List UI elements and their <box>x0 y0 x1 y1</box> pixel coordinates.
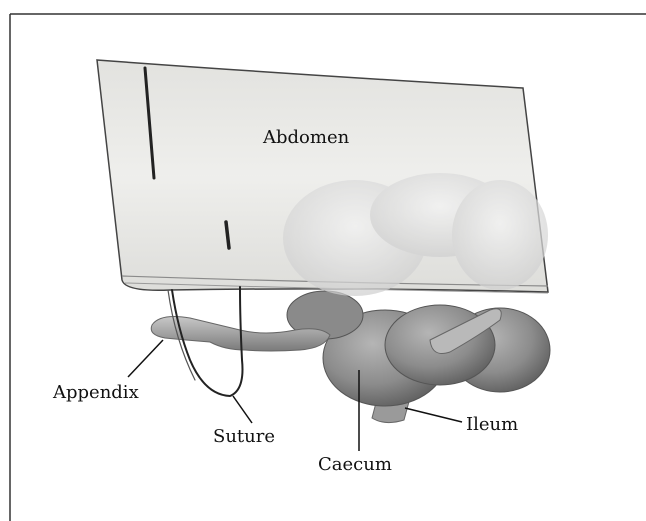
suture-leader <box>233 396 252 423</box>
ileum-leader <box>405 408 462 422</box>
label-suture: Suture <box>213 426 275 447</box>
label-abdomen: Abdomen <box>262 127 350 148</box>
label-appendix: Appendix <box>52 382 139 403</box>
caecum-shape <box>287 291 550 406</box>
label-caecum: Caecum <box>318 454 392 475</box>
appendix-leader <box>128 340 163 377</box>
label-ileum: Ileum <box>466 414 518 435</box>
